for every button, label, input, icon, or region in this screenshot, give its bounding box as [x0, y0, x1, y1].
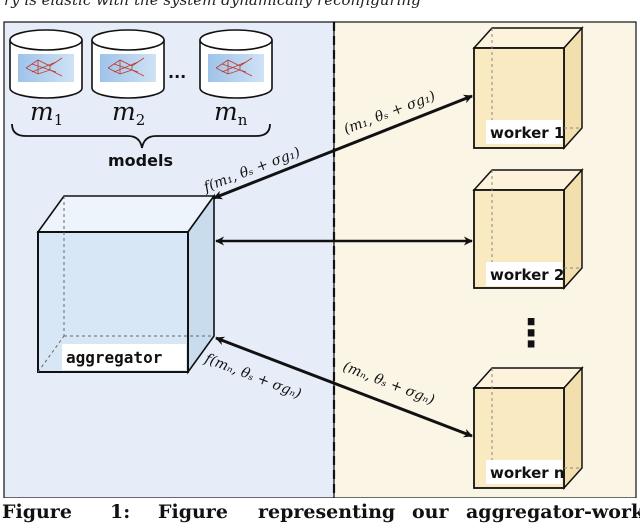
figure-caption: Figure 1: Figure representing our aggreg… [0, 498, 640, 527]
model-cylinder-n [199, 29, 273, 99]
caption-word: representing [258, 501, 396, 523]
top-cut-text: ry is elastic with the system dynamicall… [4, 0, 421, 9]
network-icon [107, 57, 145, 77]
model-label-1: m1 [30, 97, 63, 129]
model-cylinder-2 [91, 29, 165, 99]
worker-cube-1 [472, 26, 584, 150]
worker-2-label: worker 2 [490, 266, 564, 284]
network-icon [215, 57, 253, 77]
worker-cube-2 [472, 168, 584, 290]
caption-word: aggregator-worker [466, 501, 640, 523]
caption-word: our [412, 501, 449, 523]
architecture-diagram: ... m1 m2 mn models aggregator [3, 21, 637, 498]
network-icon [25, 57, 63, 77]
worker-n-label: worker n [490, 464, 565, 482]
aggregator-label: aggregator [66, 348, 162, 367]
arrow-aggregator-worker-n [215, 336, 473, 438]
models-label: models [108, 151, 173, 170]
top-strip: ry is elastic with the system dynamicall… [0, 0, 640, 22]
workers-ellipsis: ⋮ [512, 311, 550, 355]
model-label-2: m2 [112, 97, 145, 129]
models-ellipsis: ... [168, 63, 186, 82]
model-cylinder-1 [9, 29, 83, 99]
caption-word: 1: [110, 501, 131, 523]
worker-1-label: worker 1 [490, 124, 564, 142]
caption-word: Figure [158, 501, 228, 523]
worker-cube-n [472, 366, 584, 490]
caption-word: Figure [2, 501, 72, 523]
aggregator-cube [36, 193, 216, 375]
arrow-aggregator-worker-1 [213, 94, 473, 200]
